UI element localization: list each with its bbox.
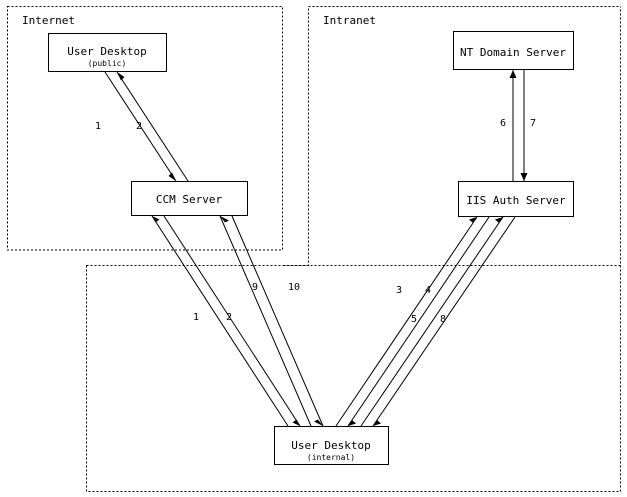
flow-arrow-5-internal-to-iis <box>360 216 504 427</box>
flow-arrow-1-internal-to-ccm <box>151 215 289 427</box>
step-label-7: 7 <box>530 118 536 129</box>
step-label-1-internal: 1 <box>193 312 199 323</box>
flow-arrow-8-iis-to-internal <box>372 216 516 427</box>
flow-arrow-6-iis-to-nt <box>509 70 517 181</box>
step-label-10: 10 <box>288 282 300 293</box>
step-label-1-public: 1 <box>95 121 101 132</box>
node-user-desktop-internal[interactable]: User Desktop (internal) <box>273 425 390 466</box>
node-title-ccm-server: CCM Server <box>156 193 223 206</box>
node-subtitle-user-desktop-public: (public) <box>88 59 127 68</box>
step-label-8: 8 <box>440 314 446 325</box>
flow-arrow-9-internal-to-ccm <box>219 215 312 427</box>
step-label-9: 9 <box>252 282 258 293</box>
flow-arrow-2-ccm-to-public <box>116 71 189 182</box>
flow-arrow-2-ccm-to-internal <box>163 215 301 427</box>
flow-arrow-3-internal-to-iis <box>335 216 478 427</box>
node-user-desktop-public[interactable]: User Desktop (public) <box>47 32 168 73</box>
zone-internal-lan-boundary <box>86 6 621 492</box>
flow-arrow-10-ccm-to-internal <box>231 215 324 427</box>
node-subtitle-user-desktop-internal: (internal) <box>307 453 355 462</box>
node-title-iis-auth-server: IIS Auth Server <box>466 194 566 207</box>
step-label-3: 3 <box>396 285 402 296</box>
step-label-2-public: 2 <box>136 121 142 132</box>
zone-label-internet: Internet <box>22 14 75 27</box>
step-label-2-internal: 2 <box>226 312 232 323</box>
node-nt-domain-server[interactable]: NT Domain Server <box>452 30 575 71</box>
node-title-nt-domain-server: NT Domain Server <box>460 46 566 59</box>
step-label-5: 5 <box>411 314 417 325</box>
zone-internet-boundary <box>7 6 283 251</box>
node-iis-auth-server[interactable]: IIS Auth Server <box>457 180 575 218</box>
node-title-user-desktop-public: User Desktop <box>67 45 146 58</box>
flow-arrow-1-public-to-ccm <box>104 71 177 182</box>
node-ccm-server[interactable]: CCM Server <box>130 180 249 217</box>
zone-label-intranet: Intranet <box>323 14 376 27</box>
node-title-user-desktop-internal: User Desktop <box>291 439 370 452</box>
step-label-4: 4 <box>425 285 431 296</box>
step-label-6: 6 <box>500 118 506 129</box>
flow-arrow-4-iis-to-internal <box>347 216 490 427</box>
flow-arrow-7-nt-to-iis <box>520 70 528 181</box>
